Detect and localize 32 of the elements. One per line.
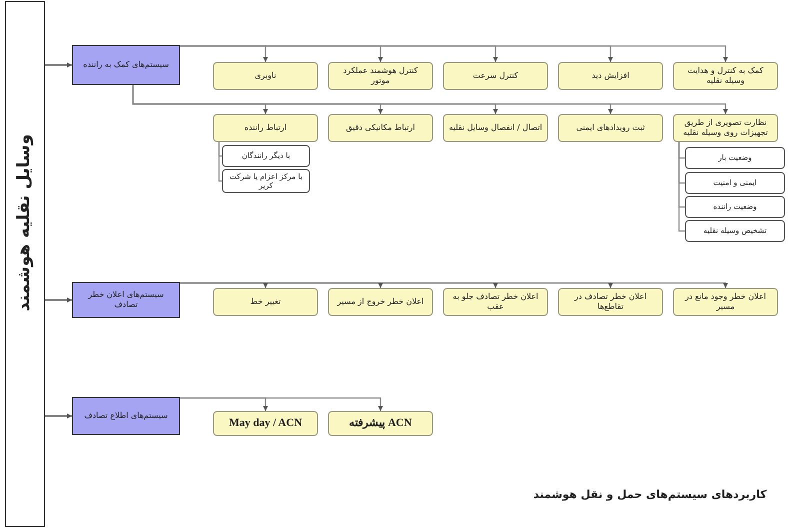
process-box: May day / ACN: [213, 411, 318, 436]
process-box: کمک به کنترل و هدایت وسیله نقلیه: [673, 62, 778, 90]
process-box: تغییر خط: [213, 288, 318, 316]
arrow: [180, 282, 268, 288]
process-box: نظارت تصویری از طریق تجهیزات روی وسیله نقلیه: [673, 114, 778, 142]
process-box: ناوبری: [213, 62, 318, 90]
process-box: اعلان خطر خروج از مسیر: [328, 288, 433, 316]
caption: کاربردهای سیستم‌های حمل و نقل هوشمند: [532, 488, 768, 501]
category-box: سیستم‌های اعلان خطر تصادف: [72, 282, 180, 318]
arrow: [180, 45, 268, 62]
arrow: [45, 414, 72, 418]
arrow: [132, 85, 268, 114]
arrow: [45, 62, 72, 68]
process-box: افزایش دید: [558, 62, 663, 90]
process-box: ثبت رویدادهای ایمنی: [558, 114, 663, 142]
category-box: سیستم‌های کمک به راننده: [72, 45, 180, 85]
process-box: اعلان خطر وجود مانع در مسیر: [673, 288, 778, 316]
arrow: [45, 298, 72, 302]
process-box: اعلان خطر تصادف جلو به عقب: [443, 288, 548, 316]
arrow: [180, 397, 268, 411]
side-band: [5, 1, 45, 527]
connector-line: [218, 142, 222, 182]
process-box: کنترل هوشمند عملکرد موتور: [328, 62, 433, 90]
process-box: ارتباط مکانیکی دقیق: [328, 114, 433, 142]
connector-line: [678, 142, 685, 232]
process-box: اعلان خطر تصادف در تقاطع‌ها: [558, 288, 663, 316]
band-title: وسایل نقلیه هوشمند: [14, 134, 35, 312]
process-box: کنترل سرعت: [443, 62, 548, 90]
process-box: ارتباط راننده: [213, 114, 318, 142]
category-box: سیستم‌های اطلاع تصادف: [72, 397, 180, 435]
process-box: اتصال / انفصال وسایل نقلیه: [443, 114, 548, 142]
process-box: ACN پیشرفته: [328, 411, 433, 436]
